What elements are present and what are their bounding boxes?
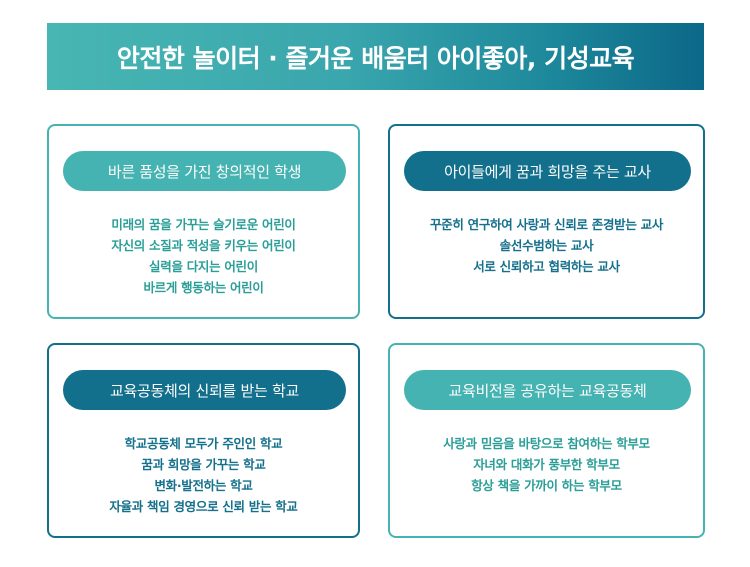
list-item: 자녀와 대화가 풍부한 학부모 [473, 457, 620, 472]
list-item: 변화·발전하는 학교 [154, 478, 253, 493]
card-community-title-pill: 교육비전을 공유하는 교육공동체 [404, 370, 691, 410]
card-school: 교육공동체의 신뢰를 받는 학교 학교공동체 모두가 주인인 학교 꿈과 희망을… [47, 343, 360, 538]
card-school-title-pill: 교육공동체의 신뢰를 받는 학교 [63, 370, 346, 410]
list-item: 꾸준히 연구하여 사랑과 신뢰로 존경받는 교사 [429, 217, 664, 232]
list-item: 바르게 행동하는 어린이 [143, 280, 264, 295]
list-item: 자신의 소질과 적성을 키우는 어린이 [111, 238, 296, 253]
card-school-items: 학교공동체 모두가 주인인 학교 꿈과 희망을 가꾸는 학교 변화·발전하는 학… [49, 433, 358, 517]
list-item: 자율과 책임 경영으로 신뢰 받는 학교 [109, 499, 298, 514]
card-student-title-pill: 바른 품성을 가진 창의적인 학생 [63, 151, 346, 191]
card-teacher-items: 꾸준히 연구하여 사랑과 신뢰로 존경받는 교사 솔선수범하는 교사 서로 신뢰… [390, 214, 703, 277]
list-item: 실력을 다지는 어린이 [149, 259, 258, 274]
card-teacher-title-pill: 아이들에게 꿈과 희망을 주는 교사 [404, 151, 691, 191]
card-title: 아이들에게 꿈과 희망을 주는 교사 [444, 162, 651, 181]
card-teacher: 아이들에게 꿈과 희망을 주는 교사 꾸준히 연구하여 사랑과 신뢰로 존경받는… [388, 124, 705, 319]
list-item: 항상 책을 가까이 하는 학부모 [471, 478, 622, 493]
list-item: 미래의 꿈을 가꾸는 슬기로운 어린이 [111, 217, 296, 232]
banner-title: 안전한 놀이터 · 즐거운 배움터 아이좋아, 기성교육 [116, 43, 635, 73]
list-item: 학교공동체 모두가 주인인 학교 [124, 436, 283, 451]
card-community-items: 사랑과 믿음을 바탕으로 참여하는 학부모 자녀와 대화가 풍부한 학부모 항상… [390, 433, 703, 496]
card-title: 바른 품성을 가진 창의적인 학생 [107, 162, 302, 181]
card-title: 교육공동체의 신뢰를 받는 학교 [110, 381, 299, 400]
list-item: 서로 신뢰하고 협력하는 교사 [473, 259, 620, 274]
card-title: 교육비전을 공유하는 교육공동체 [448, 381, 647, 400]
list-item: 사랑과 믿음을 바탕으로 참여하는 학부모 [443, 436, 650, 451]
list-item: 솔선수범하는 교사 [499, 238, 594, 253]
list-item: 꿈과 희망을 가꾸는 학교 [141, 457, 266, 472]
card-student-items: 미래의 꿈을 가꾸는 슬기로운 어린이 자신의 소질과 적성을 키우는 어린이 … [49, 214, 358, 298]
vision-banner: 안전한 놀이터 · 즐거운 배움터 아이좋아, 기성교육 [47, 23, 704, 90]
card-community: 교육비전을 공유하는 교육공동체 사랑과 믿음을 바탕으로 참여하는 학부모 자… [388, 343, 705, 538]
card-student: 바른 품성을 가진 창의적인 학생 미래의 꿈을 가꾸는 슬기로운 어린이 자신… [47, 124, 360, 319]
